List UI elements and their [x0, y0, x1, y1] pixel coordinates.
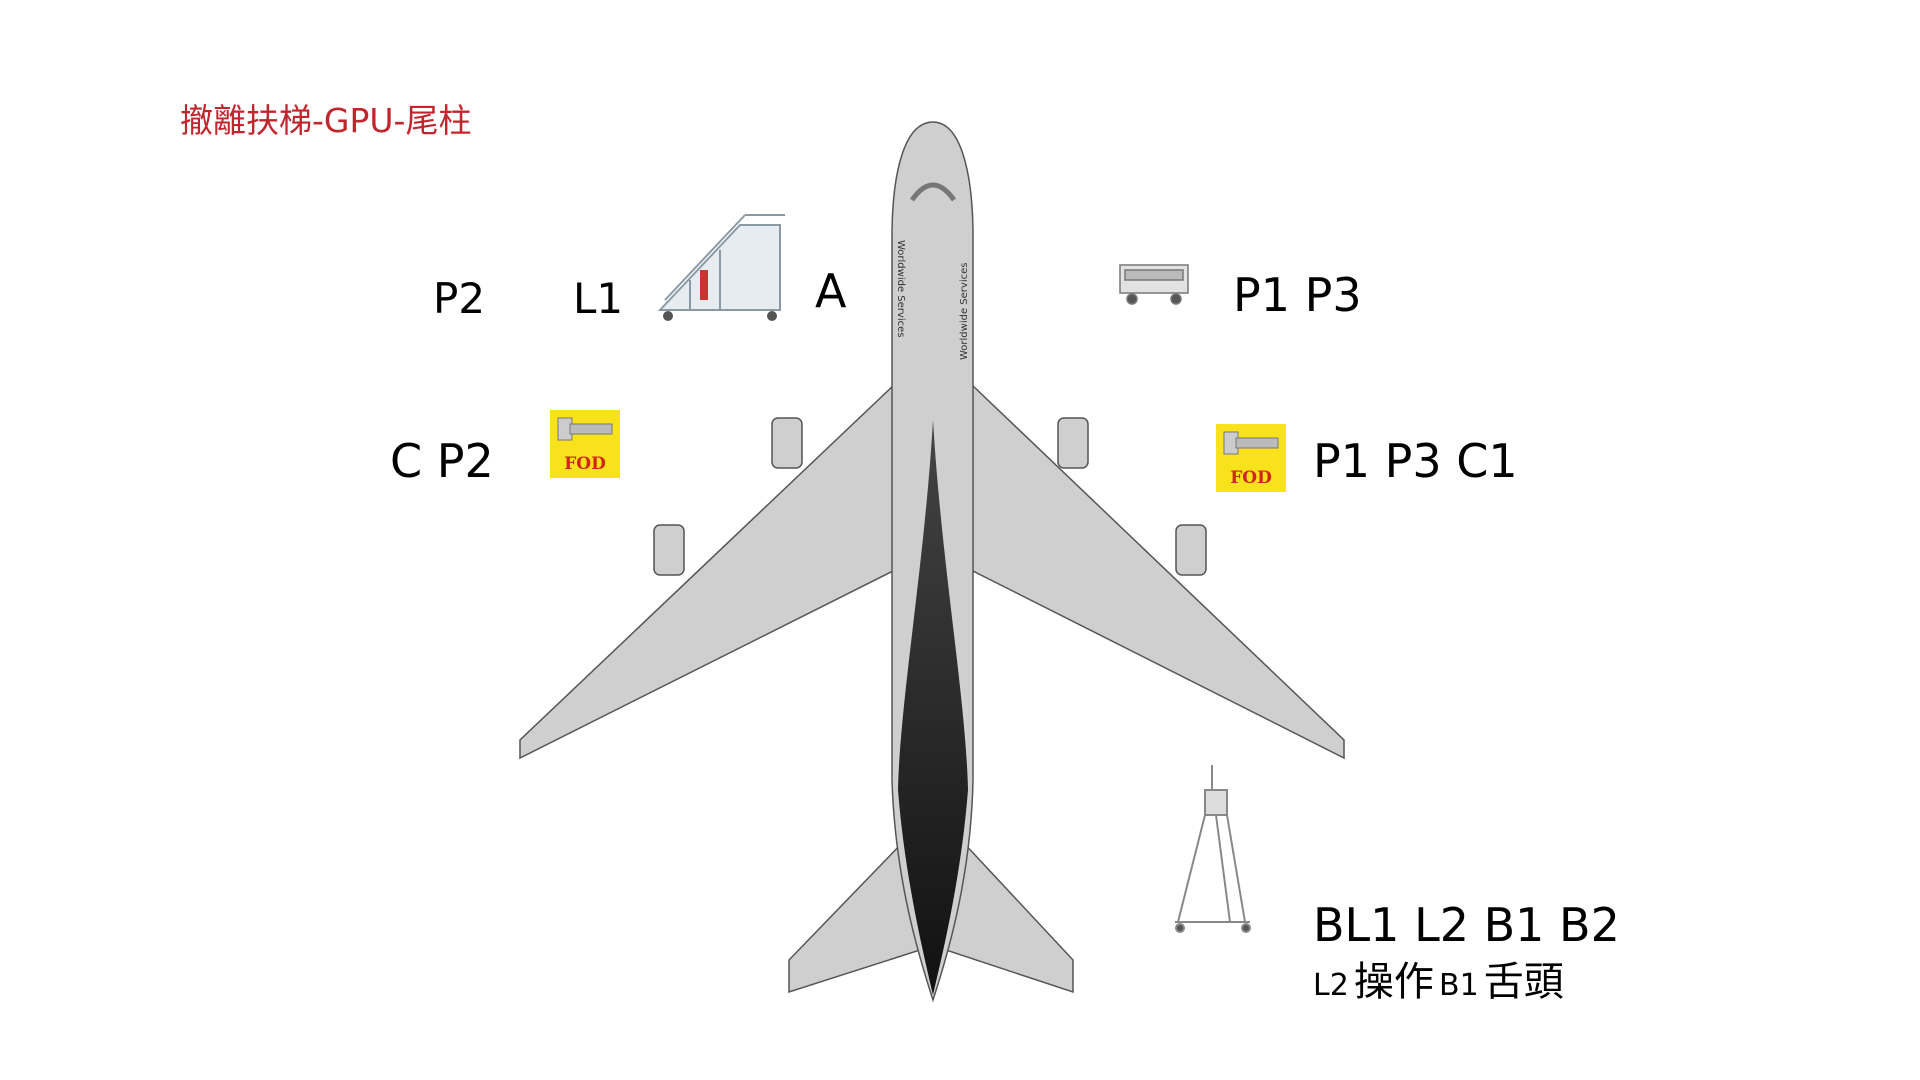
- note-b1-text: 舌頭: [1483, 959, 1564, 1005]
- note-l2: L2: [1313, 968, 1349, 1003]
- label-p2-top: P2: [433, 274, 486, 323]
- label-bl1-l2-b1-b2: BL1 L2 B1 B2: [1313, 898, 1620, 952]
- fod-label: FOD: [564, 454, 606, 474]
- fod-label: FOD: [1230, 468, 1272, 488]
- tail-stand-icon: [1175, 765, 1251, 933]
- label-a: A: [815, 264, 847, 318]
- fuselage-dark-stripe: [898, 420, 968, 995]
- right-wing: [970, 382, 1345, 760]
- aircraft-icon: [519, 121, 1345, 1003]
- engine: [653, 524, 685, 576]
- note-line: L2 操作 B1 舌頭: [1313, 962, 1564, 1002]
- engine: [771, 417, 803, 469]
- engine: [1175, 524, 1207, 576]
- note-l2-text: 操作: [1353, 959, 1434, 1005]
- bolt-icon: [557, 417, 613, 441]
- note-b1: B1: [1439, 968, 1479, 1003]
- label-c-p2: C P2: [390, 434, 494, 488]
- engine: [1057, 417, 1089, 469]
- fod-icon-right: FOD: [1216, 424, 1286, 492]
- bolt-icon: [1223, 431, 1279, 455]
- passenger-stairs-icon: [657, 214, 785, 321]
- label-l1: L1: [573, 274, 624, 323]
- fod-icon-left: FOD: [550, 410, 620, 478]
- page-title: 撤離扶梯-GPU-尾柱: [180, 101, 472, 140]
- label-p1-p3-c1: P1 P3 C1: [1313, 434, 1518, 488]
- fuselage-text-right: Worldwide Services: [959, 263, 970, 360]
- gpu-cart-icon: [1119, 264, 1189, 305]
- fuselage-text-left: Worldwide Services: [895, 240, 906, 337]
- label-p1-p3-top: P1 P3: [1233, 268, 1362, 322]
